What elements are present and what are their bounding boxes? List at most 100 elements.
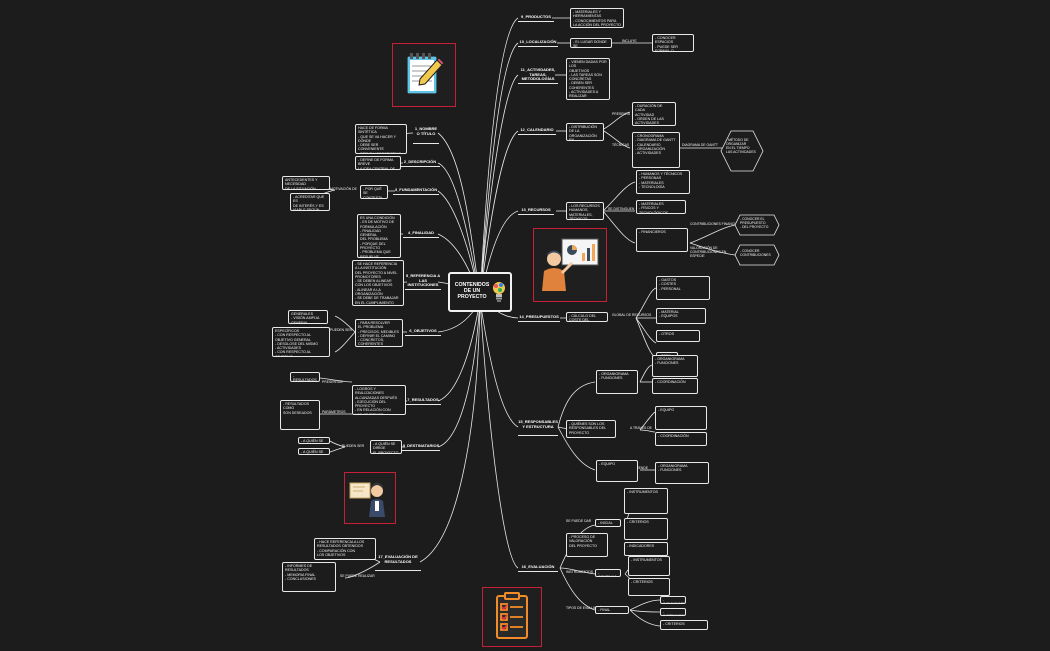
topic-underline xyxy=(375,570,421,571)
detail-calendario-gantt[interactable]: - MÉTODO DE ORGANIZAR EN EL TIEMPO LAS A… xyxy=(726,138,756,154)
detail-evaluacion-continua[interactable]: - CONTINUA xyxy=(595,569,621,577)
detail-responsables-organigrama[interactable]: - ORGANIGRAMA - FUNCIONES xyxy=(596,370,638,394)
topic-finalidad[interactable]: 4_FINALIDAD xyxy=(407,230,434,235)
detail-destinatarios-a[interactable]: - A QUIÉN SE DIRIGE EL PROYECTO xyxy=(298,437,330,444)
link-label: TIPOS DE EVALUACIÓN xyxy=(566,606,605,610)
detail-evaluacion-indicadores-b[interactable]: - INDICADORES xyxy=(660,596,686,604)
topic-descripcion[interactable]: 2_DESCRIPCIÓN xyxy=(403,159,437,164)
detail-presupuestos-gastos[interactable]: - GASTOS - COSTES - PERSONAL xyxy=(656,276,710,300)
detail-recursos-contribuciones[interactable]: - CONOCER CONTRIBUCIONES xyxy=(740,249,771,257)
topic-destinatarios[interactable]: 8_DESTINATARIOS xyxy=(402,443,440,448)
link-label: SE PUEDE DAR xyxy=(566,519,592,523)
topic-evaluacion-resultados[interactable]: 17_EVALUACIÓN DE RESULTADOS xyxy=(378,554,418,564)
detail-responsables-coordinacion[interactable]: - COORDINACIÓN xyxy=(652,378,698,394)
link-label: INCLUYE xyxy=(622,39,637,43)
central-topic[interactable]: CONTENIDOS DE UN PROYECTO xyxy=(448,272,512,312)
topic-actividades[interactable]: 11_ACTIVIDADES, TAREAS, METODOLOGÍAS xyxy=(520,67,556,82)
detail-responsables-funciones[interactable]: - ORGANIGRAMA - FUNCIONES xyxy=(652,355,698,377)
detail-responsables-funciones-b[interactable]: - ORGANIGRAMA - FUNCIONES xyxy=(655,462,709,484)
link-label: PRESENTA xyxy=(612,112,631,116)
detail-evaluacion-instrumentos-c[interactable]: - INSTRUMENTOS xyxy=(660,608,686,616)
central-topic-label: CONTENIDOS DE UN PROYECTO xyxy=(454,282,490,301)
detail-recursos-humanos[interactable]: - HUMANOS Y TÉCNICOS - PERSONAS - MATERI… xyxy=(636,170,690,194)
topic-underline xyxy=(518,321,560,322)
detail-responsables[interactable]: - QUIÉNES SON LOS RESPONSABLES DEL PROYE… xyxy=(566,420,616,438)
topic-localizacion[interactable]: 10_LOCALIZACIÓN xyxy=(519,39,557,44)
link-label: A TRAVÉS DE xyxy=(630,426,652,430)
topic-fundamentacion[interactable]: 3_FUNDAMENTACIÓN xyxy=(394,187,438,192)
topic-objetivos[interactable]: 6_OBJETIVOS xyxy=(409,328,437,333)
detail-resultados[interactable]: - LOGROS Y REALIZACIONES ALCANZADAS DESP… xyxy=(352,385,406,415)
topic-underline xyxy=(518,134,556,135)
detail-actividades[interactable]: - VIENEN DADAS POR LOS OBJETIVOS - LAS T… xyxy=(566,58,610,100)
detail-evaluacion-instrumentos[interactable]: - INSTRUMENTOS xyxy=(624,488,668,514)
detail-evaluacion-indicadores[interactable]: - INDICADORES xyxy=(624,542,668,556)
detail-calendario[interactable]: - DISTRIBUCIÓN DE LA ORGANIZACIÓN EN EL … xyxy=(566,123,604,141)
detail-responsables-comprende[interactable]: - EQUIPO xyxy=(596,460,638,482)
detail-evaluacion-informes[interactable]: - INFORMES DE RESULTADOS - MEMORIA FINAL… xyxy=(282,562,336,592)
detail-evaluacion-inicial[interactable]: - INICIAL xyxy=(595,519,621,527)
detail-presupuestos[interactable]: - CÁLCULO DEL COSTE DEL PROYECTO xyxy=(566,312,608,322)
topic-underline xyxy=(518,21,554,22)
detail-fundamentacion-interes[interactable]: - ACREDITAR QUE ES DE INTERÉS Y ES VIABL… xyxy=(290,193,330,211)
topic-calendario[interactable]: 12_CALENDARIO xyxy=(520,127,554,132)
topic-underline xyxy=(518,571,558,572)
detail-evaluacion-instrumentos-b[interactable]: - INSTRUMENTOS xyxy=(628,556,670,576)
detail-fundamentacion-antecedentes[interactable]: ANTECEDENTES Y NECESIDAD DE LA SITUACIÓN… xyxy=(282,176,330,190)
detail-resultados-deseados[interactable]: - RESULTADOS COMO SON DESEADOS xyxy=(280,400,320,430)
topic-presupuestos[interactable]: 14_PRESUPUESTOS xyxy=(519,314,559,319)
topic-responsables[interactable]: 15_RESPONSABLES Y ESTRUCTURA xyxy=(518,419,558,429)
detail-responsables-coordinacion-b[interactable]: - COORDINACIÓN xyxy=(655,432,707,446)
link-label: TÉCNICAS xyxy=(612,143,630,147)
detail-finalidad[interactable]: ES UNA CONDICIÓN - ES DE MOTIVO DE FORMU… xyxy=(357,214,401,258)
detail-objetivos[interactable]: - PARA RESOLVER EL PROBLEMA - PRECISOS, … xyxy=(355,319,403,347)
detail-responsables-equipo[interactable]: - EQUIPO xyxy=(655,406,707,430)
detail-referencia[interactable]: - SE HACE REFERENCIA A LA INSTITUCIÓN DE… xyxy=(352,260,404,306)
detail-presupuestos-otros[interactable]: - OTROS xyxy=(656,330,700,342)
topic-nombre[interactable]: 1_NOMBRE O TÍTULO xyxy=(414,126,438,136)
detail-resultados-grado[interactable]: - RESULTADOS EN CUANTO A SU GRADO Y CALI… xyxy=(290,372,320,382)
notepad-pencil-illustration xyxy=(392,43,456,107)
lightbulb-icon xyxy=(493,282,505,302)
detail-localizacion-espacios[interactable]: - CONOCER ESPACIOS - PUEDE SER FORMAL O … xyxy=(652,34,694,52)
hexagon-node xyxy=(734,244,780,266)
detail-recursos-financieros[interactable]: - FINANCIEROS xyxy=(636,228,688,252)
detail-evaluacion-criterios-b[interactable]: - CRITERIOS xyxy=(628,578,670,596)
detail-fundamentacion[interactable]: - POR QUÉ SE CONTESTA EL PROYECTO xyxy=(360,185,388,199)
detail-productos[interactable]: - MATERIALES Y HERRAMIENTAS - CONOCIMIEN… xyxy=(570,8,624,28)
detail-objetivos-especificos[interactable]: ESPECÍFICOS - CON RESPECTO AL OBJETIVO G… xyxy=(272,327,330,357)
detail-evaluacion-criterios-c[interactable]: - CRITERIOS xyxy=(660,620,708,630)
detail-recursos-materiales[interactable]: - MATERIALES - FÍSICOS Y TECNOLÓGICOS xyxy=(636,200,686,214)
detail-presupuestos-material[interactable]: - MATERIAL - EQUIPOS xyxy=(656,308,706,324)
link-label: VALORACIÓN DE CONTRIBUCIONES EN ESPECIE xyxy=(690,246,727,258)
topic-resultados[interactable]: 7_RESULTADOS xyxy=(407,397,439,402)
presenter-icon xyxy=(542,238,599,291)
topic-referencia[interactable]: 5_REFERENCIA A LAS INSTITUCIONES xyxy=(405,273,441,288)
detail-evaluacion-criterios[interactable]: - CRITERIOS xyxy=(624,518,668,540)
topic-underline xyxy=(518,83,558,84)
link-label: SE PUEDE REALIZAR xyxy=(340,574,375,578)
link-label: SE DISTINGUEN xyxy=(608,207,635,211)
topic-underline xyxy=(402,450,440,451)
topic-evaluacion[interactable]: 16_EVALUACIÓN xyxy=(521,564,555,569)
detail-evaluacion-resultados[interactable]: - HACE REFERENCIA A LOS RESULTADOS OBTEN… xyxy=(314,538,376,560)
link-label: INSTRUMENTOS xyxy=(566,570,594,574)
detail-destinatarios-b[interactable]: - A QUIÉN SE DIRIGE EL PROYECTO xyxy=(298,448,330,455)
detail-calendario-tecnicas[interactable]: - CRONOGRAMA - DIAGRAMA DE GANTT - CALEN… xyxy=(632,132,680,168)
topic-underline xyxy=(400,166,440,167)
detail-destinatarios[interactable]: - A QUIÉN SE DIRIGE EL PROYECTO xyxy=(370,440,402,454)
detail-nombre[interactable]: HACE DE FORMA SINTÉTICA - QUE SE VA HACE… xyxy=(355,124,407,154)
detail-localizacion[interactable]: - EL LUGAR DONDE SE REALIZARÁ EL PROYECT… xyxy=(570,38,612,48)
detail-objetivos-generales[interactable]: GENERALES - VISIÓN AMPLIA GENERAL xyxy=(288,310,328,324)
detail-evaluacion-final[interactable]: - FINAL xyxy=(595,606,629,614)
detail-recursos-presupuesto[interactable]: - CONOCER EL PRESUPUESTO - DEL PROYECTO xyxy=(740,217,769,229)
topic-recursos[interactable]: 13_RECURSOS xyxy=(521,207,551,212)
detail-recursos[interactable]: - LOS RECURSOS HUMANOS, MATERIALES, TÉCN… xyxy=(566,202,604,220)
detail-descripcion[interactable]: - DEFINE DE FORMA BREVE LA IDEA CENTRAL … xyxy=(355,156,401,170)
topic-underline xyxy=(403,237,439,238)
link-label: PUEDEN SER xyxy=(342,444,365,448)
link-label: PUEDEN SER xyxy=(330,328,353,332)
topic-productos[interactable]: 9_PRODUCTOS xyxy=(521,14,551,19)
detail-calendario-duracion[interactable]: - DURACIÓN DE CADA ACTIVIDAD - ORDEN DE … xyxy=(632,102,676,126)
detail-evaluacion[interactable]: - PROCESO DE VALORACIÓN DEL PROYECTO xyxy=(566,533,608,557)
